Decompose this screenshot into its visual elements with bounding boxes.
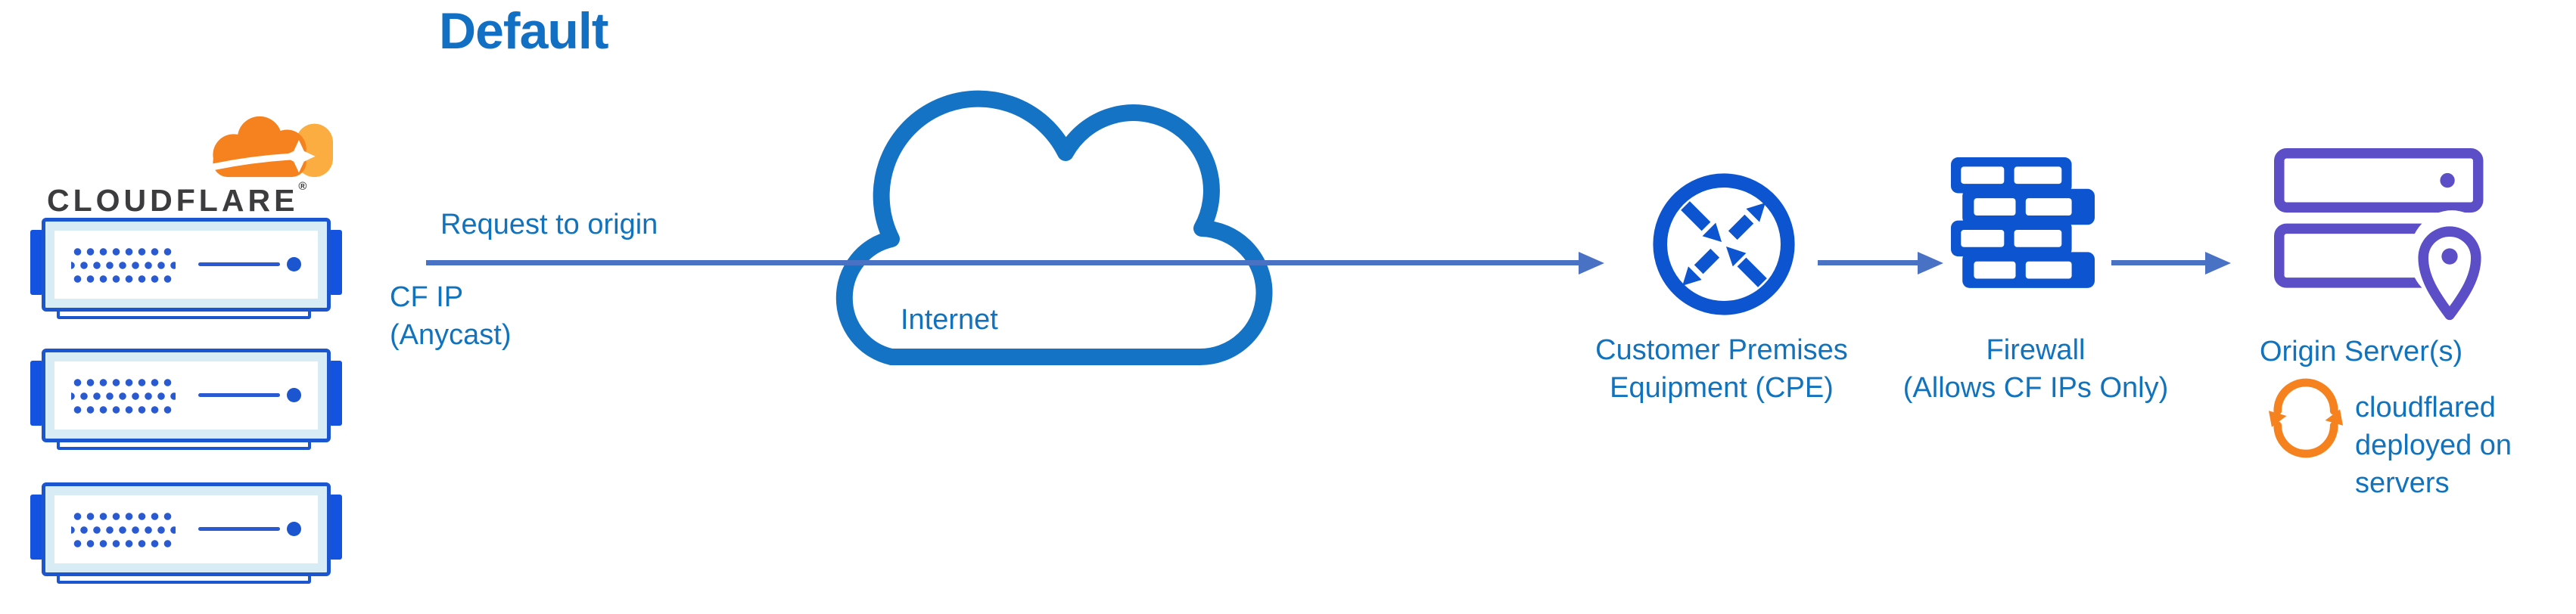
firewall-label: Firewall(Allows CF IPs Only) xyxy=(1902,334,2169,404)
edge-server-icon xyxy=(30,218,342,331)
registered-mark: ® xyxy=(298,180,307,193)
server-right-tab xyxy=(329,495,342,560)
cloudflare-wordmark: CLOUDFLARE® xyxy=(47,180,307,218)
server-left-tab xyxy=(30,361,43,426)
location-pin-icon xyxy=(2418,226,2481,321)
cf-ip-label: CF IP(Anycast) xyxy=(390,281,512,351)
server-body xyxy=(42,218,331,312)
server-led xyxy=(287,388,301,402)
origin-servers-label: Origin Server(s) xyxy=(2260,336,2463,367)
diagram-title: Default xyxy=(439,2,608,60)
server-panel xyxy=(54,231,318,299)
cloudflare-cloud-icon xyxy=(210,116,333,178)
server-vent-dots xyxy=(71,376,176,414)
flow-arrowhead-firewall-origin xyxy=(2205,252,2231,274)
server-body xyxy=(42,349,331,442)
server-vent-dots xyxy=(71,245,176,283)
server-panel xyxy=(54,361,318,429)
server-slot-line xyxy=(198,393,280,397)
internet-label: Internet xyxy=(901,304,998,336)
flow-arrow-line-request xyxy=(426,260,1579,265)
server-body xyxy=(42,482,331,576)
flow-arrowhead-cpe-firewall xyxy=(1918,252,1943,274)
firewall-icon xyxy=(1951,157,2095,288)
server-right-tab xyxy=(329,361,342,426)
server-vent-dots xyxy=(71,510,176,547)
internet-cloud-icon xyxy=(835,90,1273,366)
server-right-tab xyxy=(329,230,342,295)
server-slot-line xyxy=(198,262,280,266)
flow-arrow-line-cpe-firewall xyxy=(1818,260,1921,265)
server-panel xyxy=(54,495,318,563)
server-left-tab xyxy=(30,495,43,560)
server-slot-line xyxy=(198,527,280,531)
edge-server-icon xyxy=(30,349,342,462)
edge-server-icon xyxy=(30,482,342,596)
flow-arrow-line-firewall-origin xyxy=(2111,260,2208,265)
sync-icon xyxy=(2269,378,2343,458)
request-to-origin-label: Request to origin xyxy=(440,209,658,240)
server-led xyxy=(287,522,301,536)
origin-servers-icon xyxy=(2274,148,2494,321)
server-left-tab xyxy=(30,230,43,295)
server-led xyxy=(287,257,301,271)
router-icon xyxy=(1653,173,1795,315)
flow-arrowhead-request xyxy=(1579,252,1604,274)
